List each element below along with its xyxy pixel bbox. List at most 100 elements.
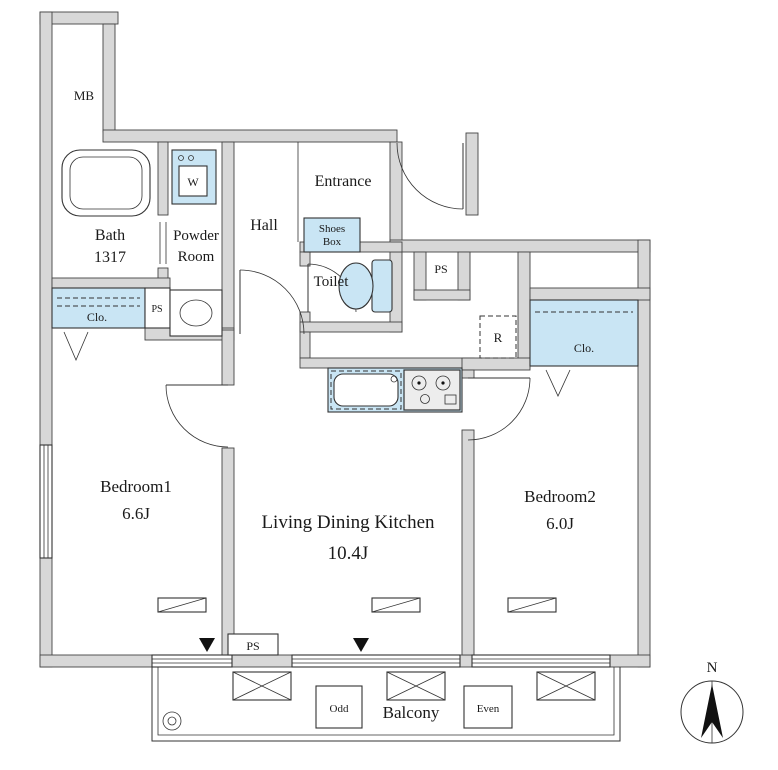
vanity-basin — [179, 299, 213, 327]
compass-needle — [701, 684, 723, 738]
stove — [403, 369, 461, 411]
entrance-label: Entrance — [315, 173, 372, 190]
low-window-bedroom1 — [157, 597, 207, 613]
shoes-box-label-2: Box — [323, 236, 342, 248]
wall-bath-powder-upper — [157, 141, 169, 216]
window-frame — [471, 654, 611, 668]
washer-faucet — [178, 155, 184, 161]
room-labels: MB Bath 1317 Powder Room Hall Entrance T… — [74, 88, 596, 564]
hall-label: Hall — [250, 217, 278, 234]
bedroom2-label: Bedroom2 — [524, 487, 596, 506]
wall-toilet-kitchen-link — [299, 331, 311, 359]
ps-bottom-frame — [227, 633, 279, 656]
wall-bath-hall — [221, 141, 235, 331]
toilet-tank — [371, 259, 393, 313]
toilet-label: Toilet — [314, 274, 350, 290]
powder-label-2: Room — [178, 249, 215, 265]
closet-right-label: Clo. — [574, 341, 594, 355]
vent-slash — [371, 597, 421, 613]
ldk-label: Living Dining Kitchen — [261, 512, 435, 533]
kitchen-sink — [333, 373, 399, 407]
wall-right — [637, 239, 651, 668]
wall-left-upper — [39, 11, 53, 446]
stove-burner-center — [441, 381, 445, 385]
closet-left: Clo. — [51, 287, 146, 362]
kitchen — [327, 367, 463, 413]
door-swing-arc — [165, 384, 229, 448]
wall-top-main — [102, 129, 398, 143]
ps-side-label: PS — [151, 304, 162, 315]
vanity-counter — [169, 289, 223, 337]
shoes-box-label-1: Shoes — [319, 223, 345, 235]
north-label: N — [707, 660, 718, 676]
washer-label: W — [187, 175, 199, 189]
wall-fridge-closet-divider — [517, 251, 531, 369]
ac-unit-box — [232, 671, 292, 701]
refrigerator-label: R — [494, 330, 503, 345]
window-frame — [151, 654, 233, 668]
wall-bedroom2-top — [461, 357, 531, 371]
wall-bedroom2-ldk — [461, 429, 475, 656]
shoes-box: Shoes Box — [303, 217, 361, 253]
bath-label-2: 1317 — [94, 249, 126, 266]
wall-closet-right-top — [529, 287, 651, 301]
ac-unit-box — [386, 671, 446, 701]
door-swing-arc — [396, 142, 464, 210]
even-marker-label: Even — [477, 703, 500, 715]
window-frame — [291, 654, 461, 668]
balcony-label: Balcony — [383, 703, 440, 722]
bedroom1-door — [165, 384, 229, 448]
shutter-marker-triangle — [353, 638, 369, 652]
windows — [39, 444, 611, 668]
vent-slash — [157, 597, 207, 613]
odd-marker: Odd — [315, 685, 363, 729]
bedroom2-door — [467, 377, 531, 441]
washing-machine: W — [171, 149, 217, 205]
stove-burner — [411, 375, 427, 391]
kitchen-faucet — [390, 375, 398, 383]
ac-box-cross — [386, 671, 446, 701]
wall-bedroom1-ldk-upper — [221, 329, 235, 386]
wall-toilet-bottom — [299, 321, 403, 333]
wall-bottom-mid — [231, 654, 293, 668]
closet-right: Clo. — [529, 299, 639, 397]
refrigerator-dashed-box — [479, 315, 517, 359]
bath-label-1: Bath — [95, 227, 125, 244]
vent-slash — [507, 597, 557, 613]
washer-faucet — [188, 155, 194, 161]
hall-ldk-door — [239, 269, 305, 335]
ps-bottom-label: PS — [246, 639, 259, 653]
stove-burner — [435, 375, 451, 391]
bathtub — [61, 149, 151, 217]
ac-unit-box — [536, 671, 596, 701]
bathtub-outer — [61, 149, 151, 217]
bedroom2-size-label: 6.0J — [546, 514, 574, 533]
closet-right-door-mark — [545, 369, 571, 397]
doors — [159, 142, 531, 448]
balcony-rail-outer — [151, 667, 621, 742]
shoes-box-frame — [303, 217, 361, 253]
stove-grill — [444, 394, 457, 405]
ps-side-box: PS — [144, 287, 171, 329]
wall-bedroom1-ldk-lower — [221, 447, 235, 656]
stove-burner-small — [420, 394, 430, 404]
vanity-frame — [169, 289, 223, 337]
door-swing-arc — [239, 269, 305, 335]
ps-bottom-box: PS — [227, 633, 279, 656]
low-window-ldk — [371, 597, 421, 613]
balcony-rail-inner — [157, 667, 615, 736]
bedroom1-size-label: 6.6J — [122, 504, 150, 523]
ac-box-cross — [536, 671, 596, 701]
door-swing-arc — [467, 377, 531, 441]
wall-porch-right — [465, 132, 479, 216]
powder-label-1: Powder — [173, 228, 219, 244]
closet-right-box — [529, 299, 639, 367]
refrigerator-space: R — [479, 315, 517, 359]
bathtub-inner — [69, 156, 143, 210]
kitchen-dashed-outline — [330, 370, 402, 410]
stove-burner-center — [417, 381, 421, 385]
ac-box-cross — [232, 671, 292, 701]
ldk-size-label: 10.4J — [328, 543, 369, 564]
toilet-bowl — [338, 262, 374, 310]
